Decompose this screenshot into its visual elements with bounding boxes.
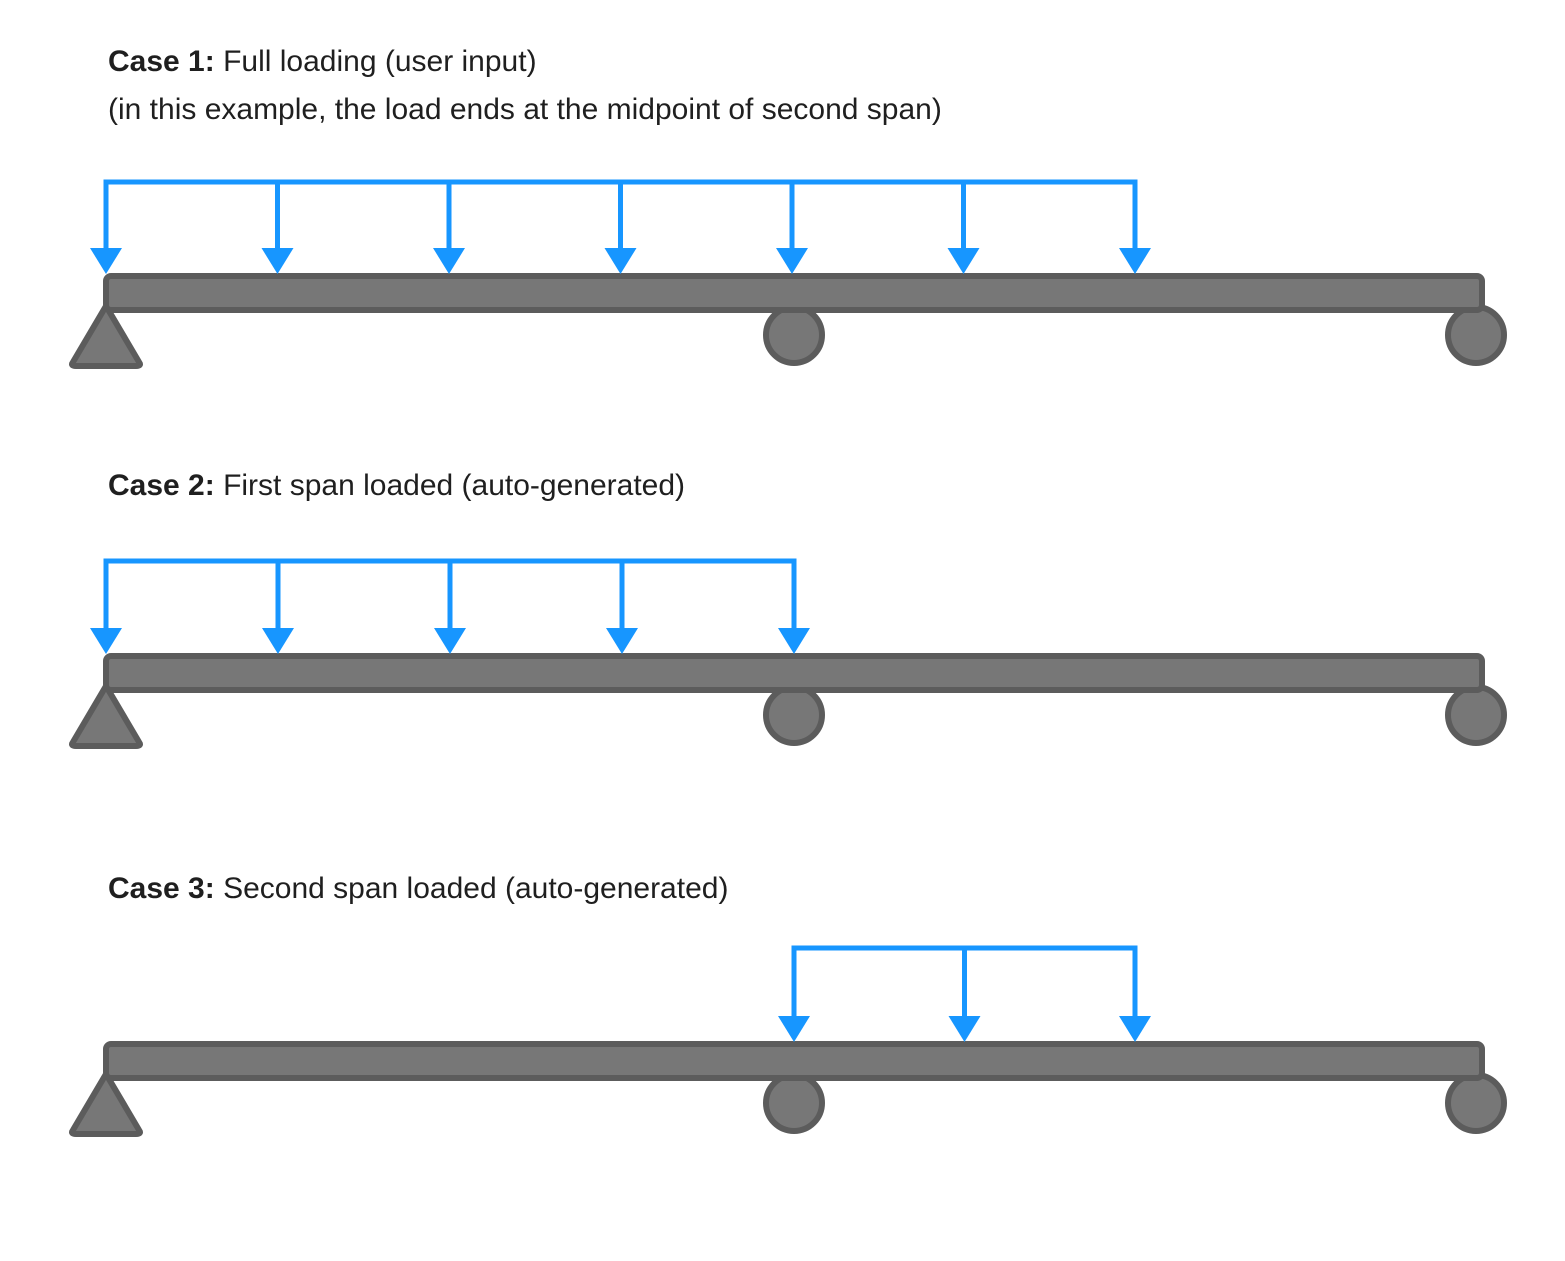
beam [103, 653, 1485, 693]
roller-support [1445, 684, 1507, 746]
pin-support [69, 303, 143, 369]
load-arrow [433, 182, 465, 274]
load-arrow [778, 948, 810, 1042]
load-arrow [1119, 948, 1151, 1042]
case-1-label: Case 1: [108, 45, 215, 78]
load-arrow-head [606, 628, 638, 654]
load-arrow [604, 182, 637, 274]
roller-support [763, 304, 825, 366]
case-3-diagram [69, 945, 1507, 1137]
load-arrow [606, 561, 638, 654]
load-arrow [262, 561, 294, 654]
load-arrow-head [604, 248, 637, 274]
load-arrow-head [90, 248, 122, 274]
load-arrow-head [778, 628, 810, 654]
case-1-note: (in this example, the load ends at the m… [108, 93, 942, 126]
distributed-load [90, 558, 810, 654]
pin-support [69, 683, 143, 749]
beam [103, 273, 1485, 313]
case-1-caption: Case 1: Full loading (user input) (in th… [108, 38, 942, 134]
load-arrow [1119, 182, 1151, 274]
case-2-label: Case 2: [108, 469, 215, 502]
roller-support [1445, 1072, 1507, 1134]
load-arrow [434, 561, 466, 654]
load-arrow-head [262, 628, 294, 654]
case-1-title: Case 1: Full loading (user input) [108, 38, 942, 86]
case-3-text: Second span loaded (auto-generated) [214, 872, 729, 905]
case-2-text: First span loaded (auto-generated) [214, 469, 686, 502]
load-arrow [778, 561, 810, 654]
load-arrow-head [948, 1016, 981, 1042]
roller-support [1445, 304, 1507, 366]
load-arrow-head [1119, 248, 1151, 274]
load-arrow [948, 948, 981, 1042]
case-1-diagram [69, 179, 1507, 369]
load-arrow-head [90, 628, 122, 654]
distributed-load [778, 945, 1151, 1042]
load-arrow-head [778, 1016, 810, 1042]
load-arrow-head [261, 248, 294, 274]
case-1-text: Full loading (user input) [214, 45, 537, 78]
load-arrow [90, 561, 122, 654]
load-arrow [261, 182, 294, 274]
load-arrow-head [1119, 1016, 1151, 1042]
load-arrow-head [433, 248, 465, 274]
distributed-load [90, 179, 1151, 274]
case-2-caption: Case 2: First span loaded (auto-generate… [108, 462, 685, 510]
case-2-diagram [69, 558, 1507, 749]
load-arrow [776, 182, 808, 274]
roller-support [763, 684, 825, 746]
load-arrow-head [947, 248, 980, 274]
case-3-label: Case 3: [108, 872, 215, 905]
load-arrow-head [434, 628, 466, 654]
pin-support [69, 1071, 143, 1137]
load-arrow [90, 182, 122, 274]
case-3-caption: Case 3: Second span loaded (auto-generat… [108, 865, 728, 913]
load-arrow [947, 182, 980, 274]
beam [103, 1041, 1485, 1081]
load-arrow-head [776, 248, 808, 274]
roller-support [763, 1072, 825, 1134]
